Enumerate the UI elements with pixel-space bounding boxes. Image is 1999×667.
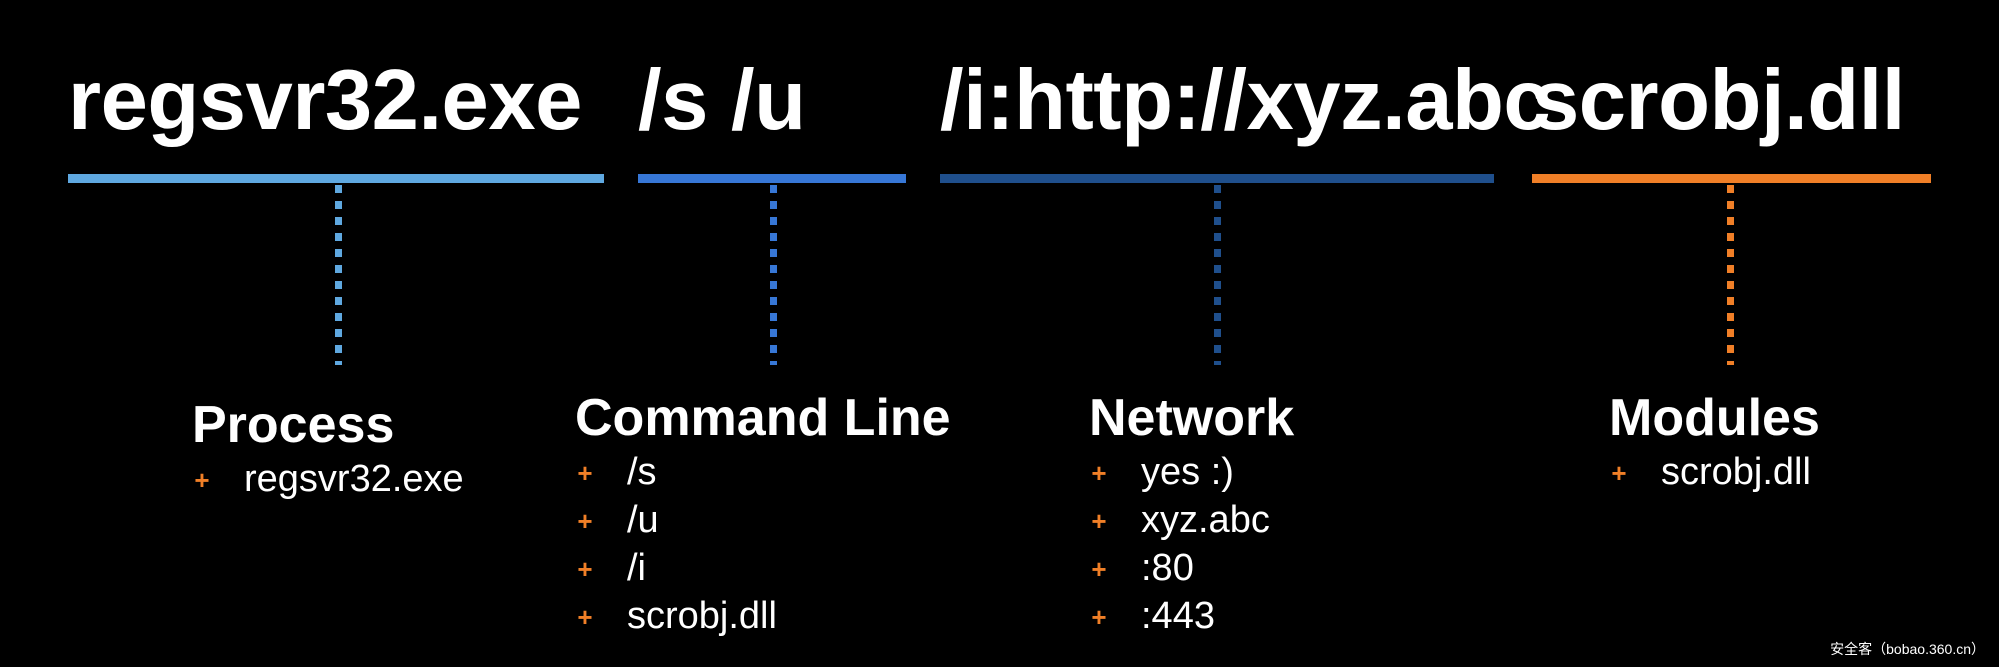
plus-icon: +	[194, 465, 210, 495]
list-item: + :443	[1089, 592, 1294, 640]
segment-network-underline	[940, 174, 1494, 183]
list-item: + scrobj.dll	[575, 592, 951, 640]
plus-icon: +	[1611, 458, 1627, 488]
segment-modules-text: scrobj.dll	[1532, 53, 1905, 148]
list-item-text: :80	[1141, 547, 1194, 589]
segment-process-underline	[68, 174, 604, 183]
list-item: + regsvr32.exe	[192, 455, 463, 503]
category-process-items: + regsvr32.exe	[192, 455, 463, 503]
list-item-text: scrobj.dll	[1661, 451, 1811, 493]
command-line-example: regsvr32.exe /s /u /i:http://xyz.abc scr…	[0, 44, 1999, 183]
connector-command-line	[770, 185, 777, 365]
connector-modules	[1727, 185, 1734, 365]
segment-process: regsvr32.exe	[68, 44, 604, 183]
list-item: + /i	[575, 544, 951, 592]
list-item-text: /s	[627, 451, 657, 493]
list-item: + /s	[575, 448, 951, 496]
segment-command-line-text: /s /u	[638, 53, 806, 148]
category-process: Process + regsvr32.exe	[192, 395, 464, 503]
plus-icon: +	[577, 458, 593, 488]
connector-process-line	[335, 185, 342, 365]
list-item: + xyz.abc	[1089, 496, 1294, 544]
list-item: + yes :)	[1089, 448, 1294, 496]
segment-network: /i:http://xyz.abc	[940, 44, 1551, 183]
category-command-line-title: Command Line	[575, 389, 951, 447]
segment-command-line-underline	[638, 174, 906, 183]
plus-icon: +	[1091, 506, 1107, 536]
category-network-title: Network	[1089, 389, 1295, 447]
category-process-title: Process	[192, 396, 395, 454]
list-item-text: /i	[627, 547, 646, 589]
list-item: + scrobj.dll	[1609, 448, 1820, 496]
connector-network	[1214, 185, 1221, 365]
list-item-text: scrobj.dll	[627, 595, 777, 637]
list-item-text: yes :)	[1141, 451, 1234, 493]
category-command-line-items: + /s + /u + /i + scrobj.dll	[575, 448, 951, 640]
segment-modules-underline	[1532, 174, 1931, 183]
category-modules-title: Modules	[1609, 389, 1820, 447]
list-item: + /u	[575, 496, 951, 544]
category-modules-items: + scrobj.dll	[1609, 448, 1820, 496]
connector-process	[335, 185, 342, 365]
category-network: Network + yes :) + xyz.abc + :80 + :443	[1089, 388, 1294, 640]
list-item-text: :443	[1141, 595, 1215, 637]
plus-icon: +	[1091, 602, 1107, 632]
plus-icon: +	[577, 554, 593, 584]
segment-command-line: /s /u	[638, 44, 906, 183]
connector-command-line-line	[770, 185, 777, 365]
category-modules: Modules + scrobj.dll	[1609, 388, 1820, 496]
plus-icon: +	[577, 602, 593, 632]
list-item-text: regsvr32.exe	[244, 458, 464, 500]
plus-icon: +	[577, 506, 593, 536]
segment-modules: scrobj.dll	[1532, 44, 1931, 183]
list-item-text: xyz.abc	[1141, 499, 1270, 541]
connector-modules-line	[1727, 185, 1734, 365]
list-item-text: /u	[627, 499, 659, 541]
category-command-line: Command Line + /s + /u + /i + scrobj.dll	[575, 388, 951, 640]
category-network-items: + yes :) + xyz.abc + :80 + :443	[1089, 448, 1294, 640]
segment-network-text: /i:http://xyz.abc	[940, 53, 1551, 148]
segment-process-text: regsvr32.exe	[68, 53, 582, 148]
watermark: 安全客（bobao.360.cn）	[1830, 641, 1985, 657]
connector-network-line	[1214, 185, 1221, 365]
plus-icon: +	[1091, 458, 1107, 488]
plus-icon: +	[1091, 554, 1107, 584]
list-item: + :80	[1089, 544, 1294, 592]
